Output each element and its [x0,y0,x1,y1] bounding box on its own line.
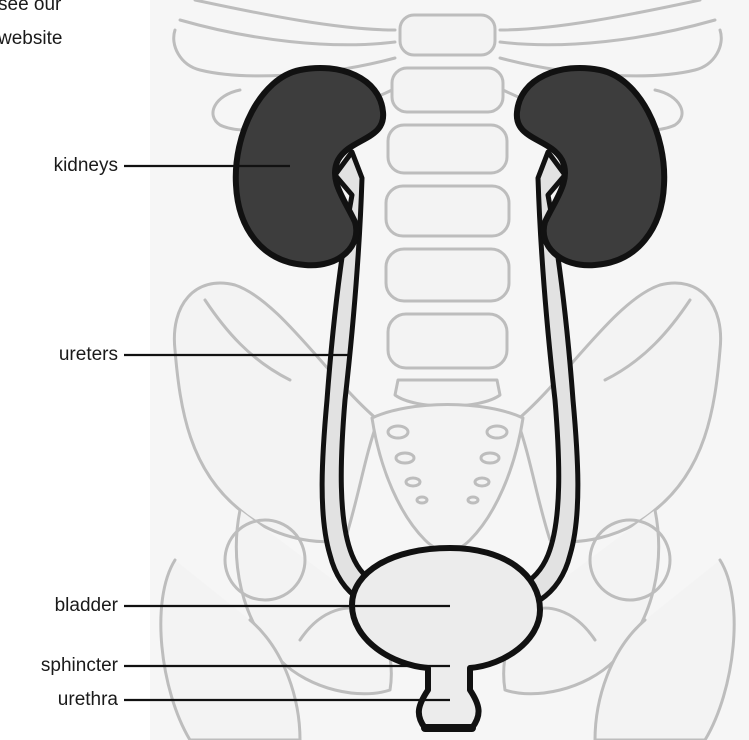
label-bladder: bladder [0,595,118,617]
label-urethra: urethra [0,689,118,711]
spine [386,15,509,406]
website-note-line-2: website [0,28,62,50]
label-kidneys: kidneys [0,155,118,177]
website-note-line-1: see our [0,0,61,16]
label-sphincter: sphincter [0,655,118,677]
label-ureters: ureters [0,344,118,366]
